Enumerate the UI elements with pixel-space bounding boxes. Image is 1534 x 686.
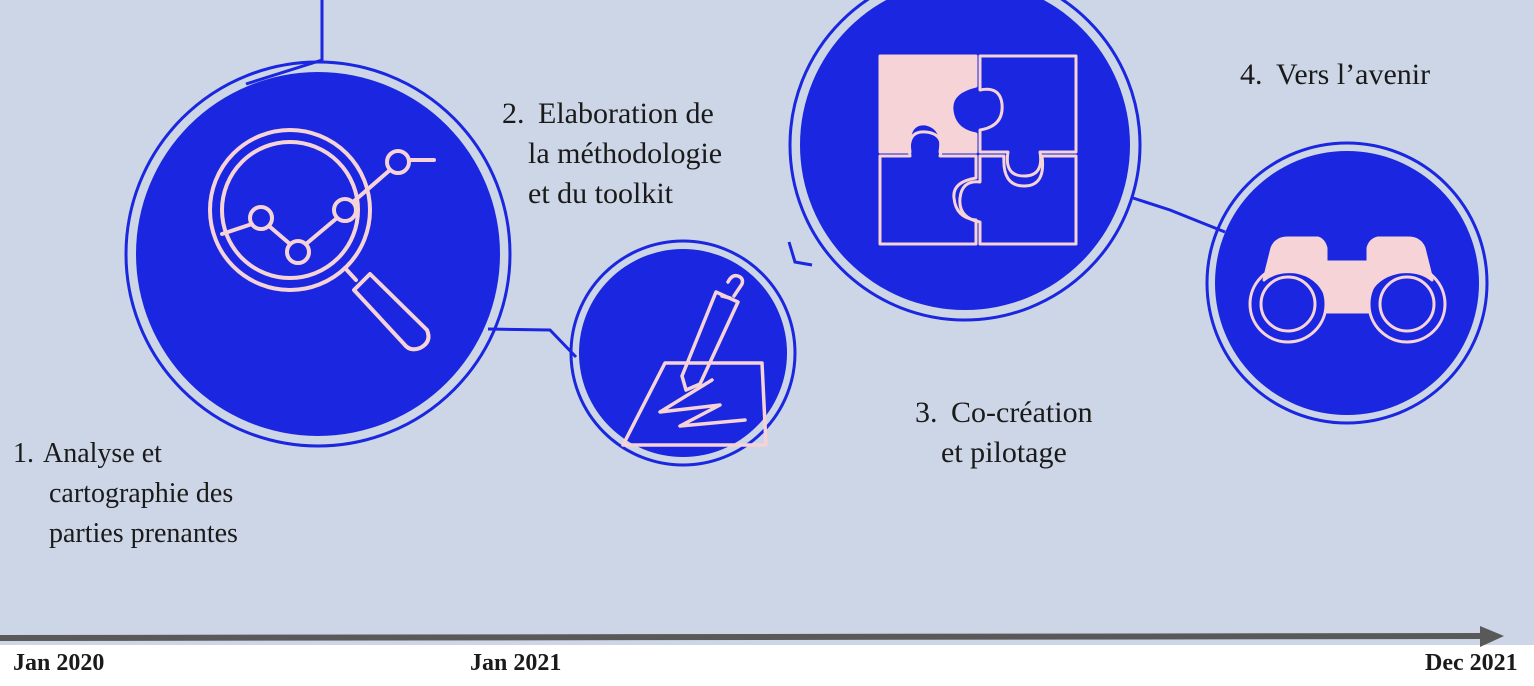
puzzle-icon xyxy=(878,54,1078,246)
step-3-line-2: et pilotage xyxy=(941,436,1067,469)
pen-paper-icon xyxy=(621,273,768,447)
connector-2-3 xyxy=(787,241,813,267)
step-1-number: 1. xyxy=(13,438,34,469)
step-4-label: 4. Vers l’avenir xyxy=(1240,55,1430,95)
step-3-line-1: Co-création xyxy=(951,396,1093,429)
date-end: Dec 2021 xyxy=(1425,650,1518,676)
connector-1-2 xyxy=(487,327,578,359)
step-2-line-3: et du toolkit xyxy=(528,177,673,210)
step-1-label: 1. Analyse et cartographie des parties pr… xyxy=(13,434,238,554)
step-1-line-1: Analyse et xyxy=(43,438,162,469)
step-1-line-3: parties prenantes xyxy=(49,518,238,549)
date-start: Jan 2020 xyxy=(13,650,105,676)
step-3-number: 3. xyxy=(915,396,938,429)
magnifier-chart-icon xyxy=(208,128,436,352)
binoculars-icon xyxy=(1248,236,1447,344)
step-1-line-2: cartographie des xyxy=(49,478,234,509)
step-2-circle xyxy=(569,239,797,467)
timeline-axis xyxy=(0,626,1504,647)
step-1-circle xyxy=(124,60,512,448)
step-2-number: 2. xyxy=(502,97,525,130)
step-4-line-1: Vers l’avenir xyxy=(1276,58,1431,91)
step-3-circle xyxy=(788,0,1142,322)
step-2-line-2: la méthodologie xyxy=(528,137,723,170)
step-2-label: 2. Elaboration de la méthodologie et du t… xyxy=(502,94,722,214)
step-3-label: 3. Co-création et pilotage xyxy=(915,393,1093,473)
connector-top xyxy=(245,0,324,86)
step-4-number: 4. xyxy=(1240,58,1263,91)
connector-3-4 xyxy=(1132,196,1226,234)
step-2-line-1: Elaboration de xyxy=(538,97,714,130)
date-middle: Jan 2021 xyxy=(470,650,562,676)
